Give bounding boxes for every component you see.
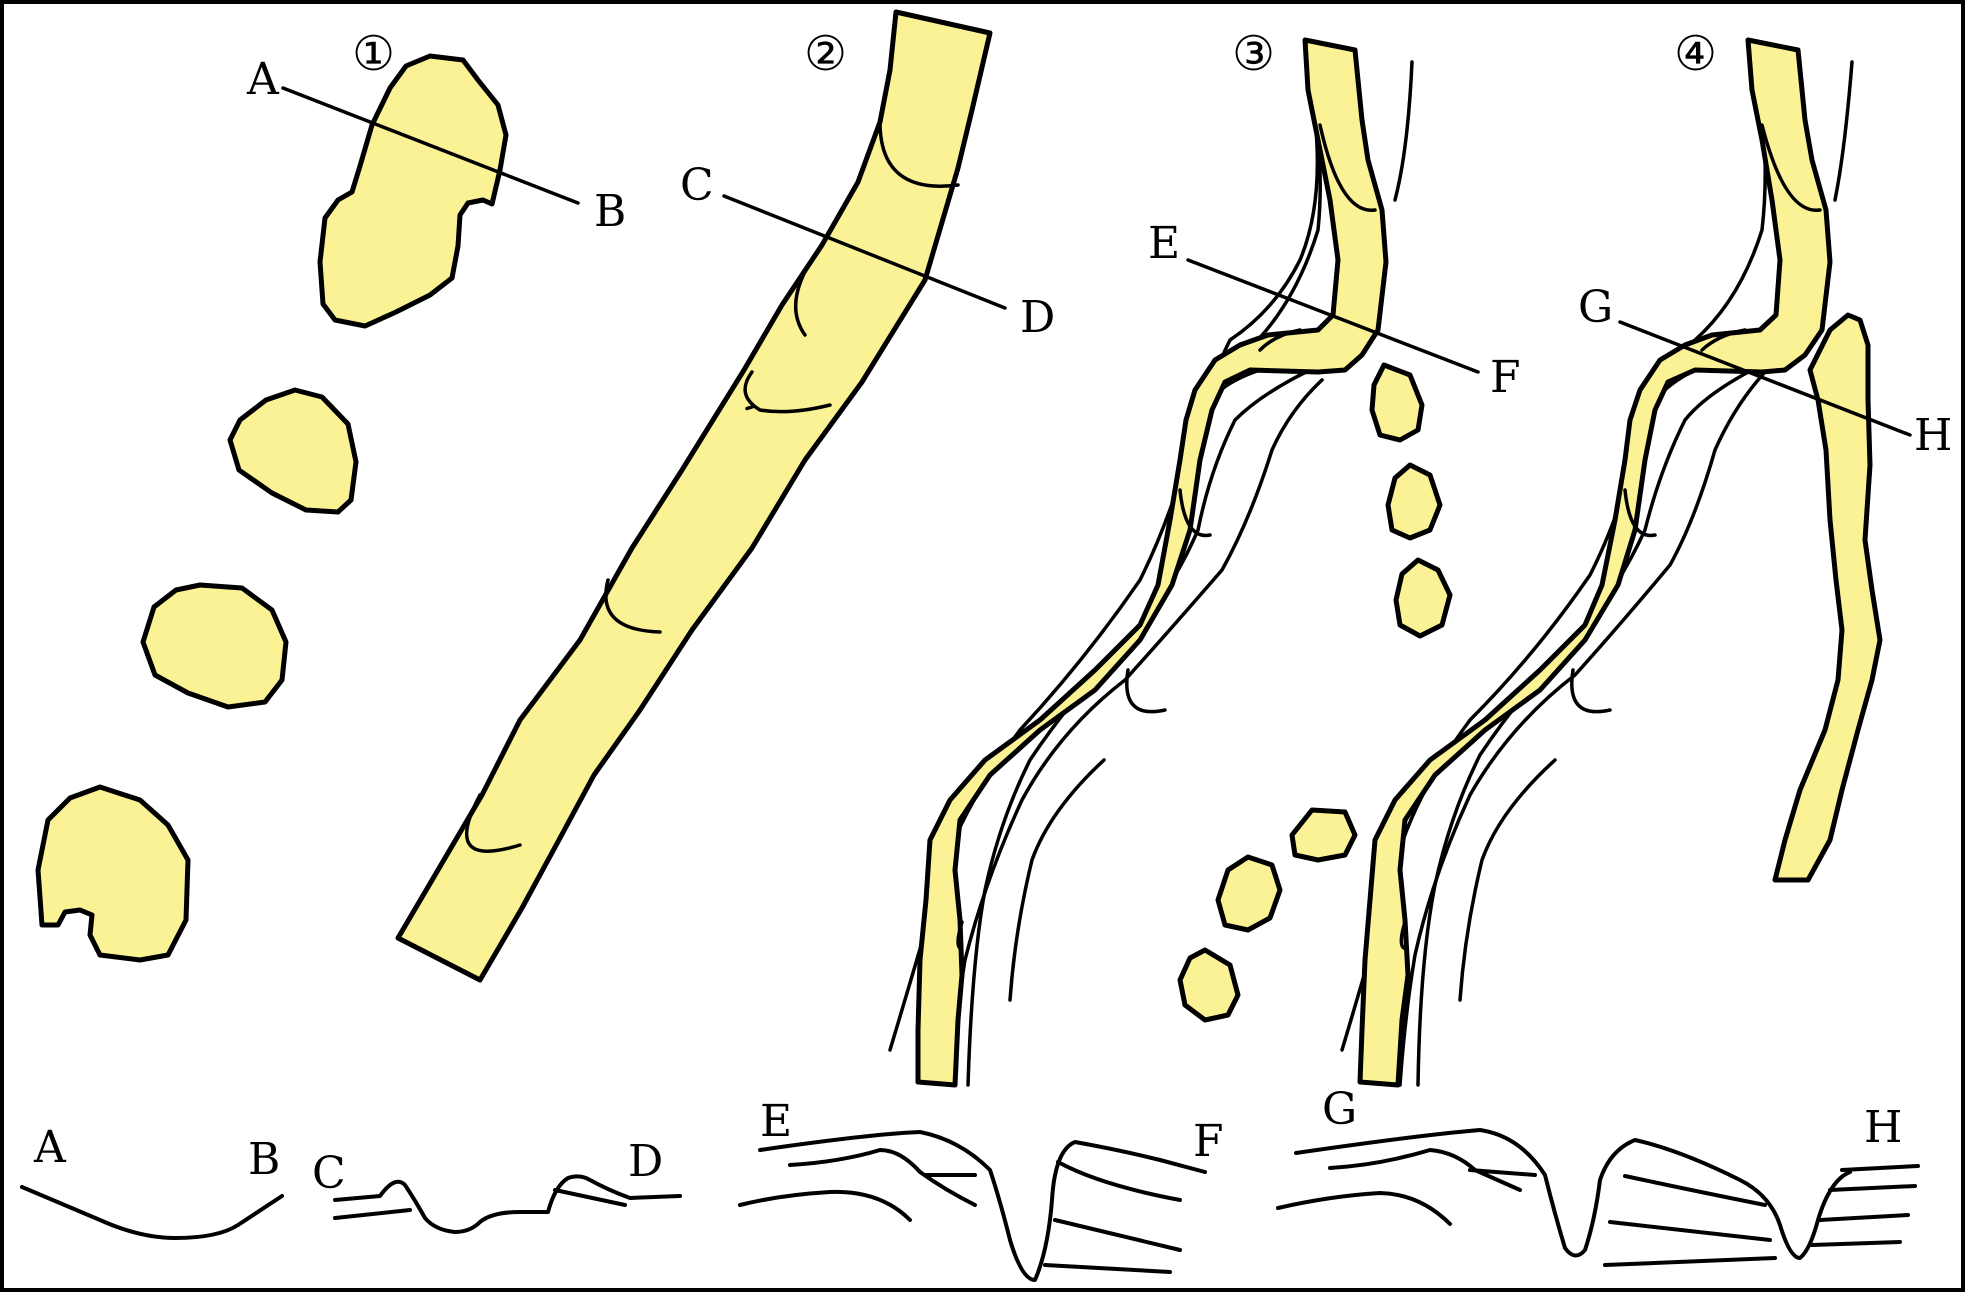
panel-1-number: ① [352,26,395,82]
section-line-gh [1618,320,1912,437]
profile-cd-right-label: D [628,1136,663,1187]
profile-gh: G H [1276,1084,1920,1267]
profile-ef-curve [758,1130,1207,1282]
panel-3-fault-zone [915,37,1389,1088]
panel-2: ② C D [395,9,1055,983]
section-label-f: F [1490,352,1521,403]
panel-4-segment-boundaries [1399,123,1822,950]
section-label-e: E [1148,218,1180,269]
panel-1-blob-2 [227,387,359,515]
panel-3-blob-1 [1369,362,1425,443]
panel-4-strand-branch [1772,312,1883,883]
section-label-b: B [594,186,626,237]
panel-4-number: ④ [1674,26,1717,82]
section-line-ef [1186,258,1480,374]
profile-ef-left-label: E [760,1096,792,1147]
panel-3-segment-boundaries [956,123,1377,950]
panel-3: ③ E F [888,26,1521,1088]
profile-ab-curve [20,1185,284,1240]
profile-ab-left-label: A [33,1122,67,1173]
panel-2-segment-boundaries [464,120,960,853]
section-label-g: G [1578,282,1613,333]
section-label-c: C [680,160,714,211]
panel-2-number: ② [804,26,847,82]
panel-3-blob-4 [1289,807,1358,863]
panel-3-blob-2 [1385,462,1443,541]
section-line-ab [281,86,580,205]
panel-3-blob-5 [1215,854,1283,933]
profile-ef: E F [738,1096,1224,1282]
profile-gh-left-label: G [1322,1084,1357,1135]
section-label-a: A [246,54,280,105]
profile-ab: A B [20,1122,284,1240]
panel-3-blob-6 [1177,947,1241,1023]
panel-4: ④ G H [1340,26,1952,1088]
panel-1-blob-1 [317,53,509,329]
section-line-cd [722,194,1007,310]
profile-ef-right-label: F [1193,1116,1224,1167]
panel-4-fault-zone [1357,37,1833,1088]
section-label-h: H [1914,410,1952,461]
profile-cd-curve [333,1174,682,1234]
panel-1-blob-3 [140,582,289,710]
panel-1: ① A B [35,26,626,963]
profile-ab-right-label: B [248,1134,280,1185]
panel-3-number: ③ [1232,26,1275,82]
panel-1-blob-4 [35,784,191,963]
profile-cd-left-label: C [312,1148,346,1199]
profile-gh-curve [1294,1128,1852,1260]
panel-3-blob-3 [1393,557,1453,639]
profile-cd: C D [312,1136,682,1234]
profile-gh-right-label: H [1864,1102,1902,1153]
section-label-d: D [1020,292,1055,343]
